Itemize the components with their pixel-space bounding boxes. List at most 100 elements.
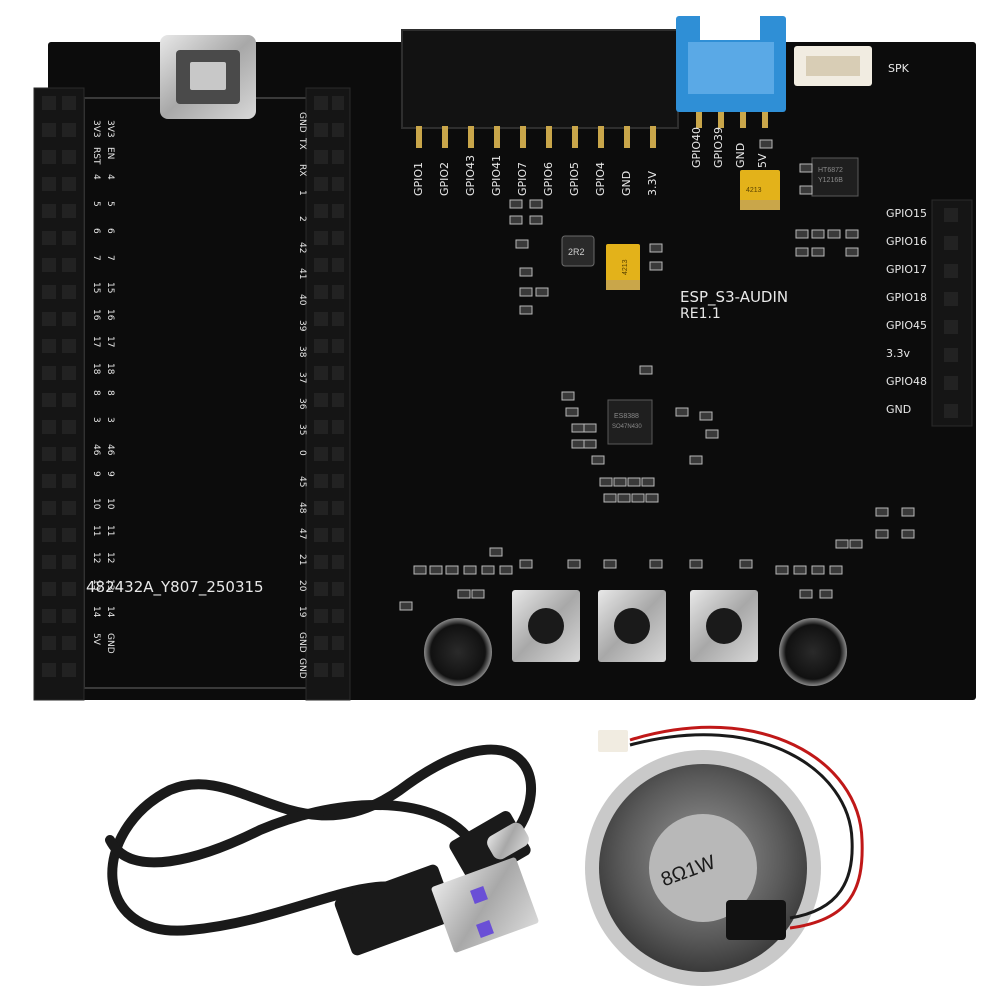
pin-hole [314,501,328,515]
smd-component [509,215,523,225]
gold-pin [520,126,526,148]
gold-pin [718,108,724,128]
pin-label: GND [297,658,307,679]
spk-connector [794,46,872,86]
pin-label: 11 [105,525,115,536]
pin-label: 5 [105,201,115,207]
gold-pin [762,108,768,128]
pin-label: 21 [297,554,307,565]
pin-label: 10 [105,498,115,510]
pin-hole [314,312,328,326]
pin-hole [332,582,344,596]
smd-component [775,565,789,575]
smd-component [571,439,585,449]
smd-component [583,439,597,449]
pin-label: GPIO17 [886,263,927,276]
microphone-right [779,618,847,686]
pin-hole [314,636,328,650]
smd-component [509,199,523,209]
gold-pin [416,126,422,148]
smd-component [457,589,471,599]
pin-label: RX [297,164,307,176]
pin-label: GPIO18 [886,291,927,304]
pin-label: GND [297,112,307,133]
pin-label: 41 [297,268,307,279]
pin-label: 15 [105,282,115,293]
pin-hole [62,528,76,542]
button-2[interactable] [598,590,666,662]
smd-component [689,559,703,569]
pin-label: 13 [105,579,115,590]
pin-label: GPIO41 [490,155,503,196]
speaker: 8Ω1W [585,750,821,986]
usb-c-plug [449,811,531,885]
smd-component [529,199,543,209]
smd-component [795,229,809,239]
pin-hole [62,177,76,191]
smd-component [901,507,915,517]
smd-component [519,287,533,297]
pin-hole [62,420,76,434]
pin-label: 20 [297,580,307,592]
codec-chip-label1: ES8388 [614,413,639,420]
pin-label: 17 [91,336,101,347]
smd-component [827,229,841,239]
pin-hole [314,420,328,434]
board-name-line1: ESP_S3-AUDIN [680,288,788,307]
gold-pin [442,126,448,148]
pin-hole [62,258,76,272]
smd-component [811,247,825,257]
pin-label: 46 [105,444,115,456]
pin-label: RST [91,147,101,165]
pin-hole [314,582,328,596]
pin-label: GND [734,143,747,168]
button-3[interactable] [690,590,758,662]
pin-label: 37 [297,372,307,383]
pin-hole [332,663,344,677]
pin-hole [332,312,344,326]
smd-component [849,539,863,549]
smd-component [519,559,533,569]
button-1[interactable] [512,590,580,662]
pin-hole [314,204,328,218]
pin-label: 1 [297,190,307,196]
pin-hole [332,393,344,407]
pin-hole [62,339,76,353]
smd-component [613,477,627,487]
pin-hole [62,582,76,596]
pin-label: GPIO7 [516,162,529,196]
pin-label: 8 [91,390,101,396]
pin-label: 11 [91,525,101,536]
pin-hole [332,150,344,164]
pin-hole [42,177,56,191]
pin-label: GND [297,632,307,653]
pin-hole [314,177,328,191]
speaker-connector [598,730,628,752]
pin-label: 7 [91,255,101,261]
smd-component [519,267,533,277]
smd-component [811,565,825,575]
gold-pin [740,108,746,128]
pin-label: GPIO39 [712,127,725,168]
pin-hole [62,366,76,380]
smd-component [845,229,859,239]
pin-hole [62,555,76,569]
smd-component [649,261,663,271]
smd-component [599,477,613,487]
pin-label: 42 [297,242,307,253]
pin-label: 17 [105,336,115,347]
pin-hole [332,231,344,245]
gold-pin [650,126,656,148]
smd-component [519,305,533,315]
pin-label: GPIO40 [690,127,703,168]
pin-label: 36 [297,398,307,410]
pin-hole [314,339,328,353]
amp-chip: HT6872 Y1216B [811,157,859,197]
microphone-left [424,618,492,686]
smd-component [567,559,581,569]
pin-label: 4 [91,174,101,180]
tantalum-capacitor: 4213 [606,244,640,290]
pin-hole [42,312,56,326]
pin-label: GPIO6 [542,162,555,196]
